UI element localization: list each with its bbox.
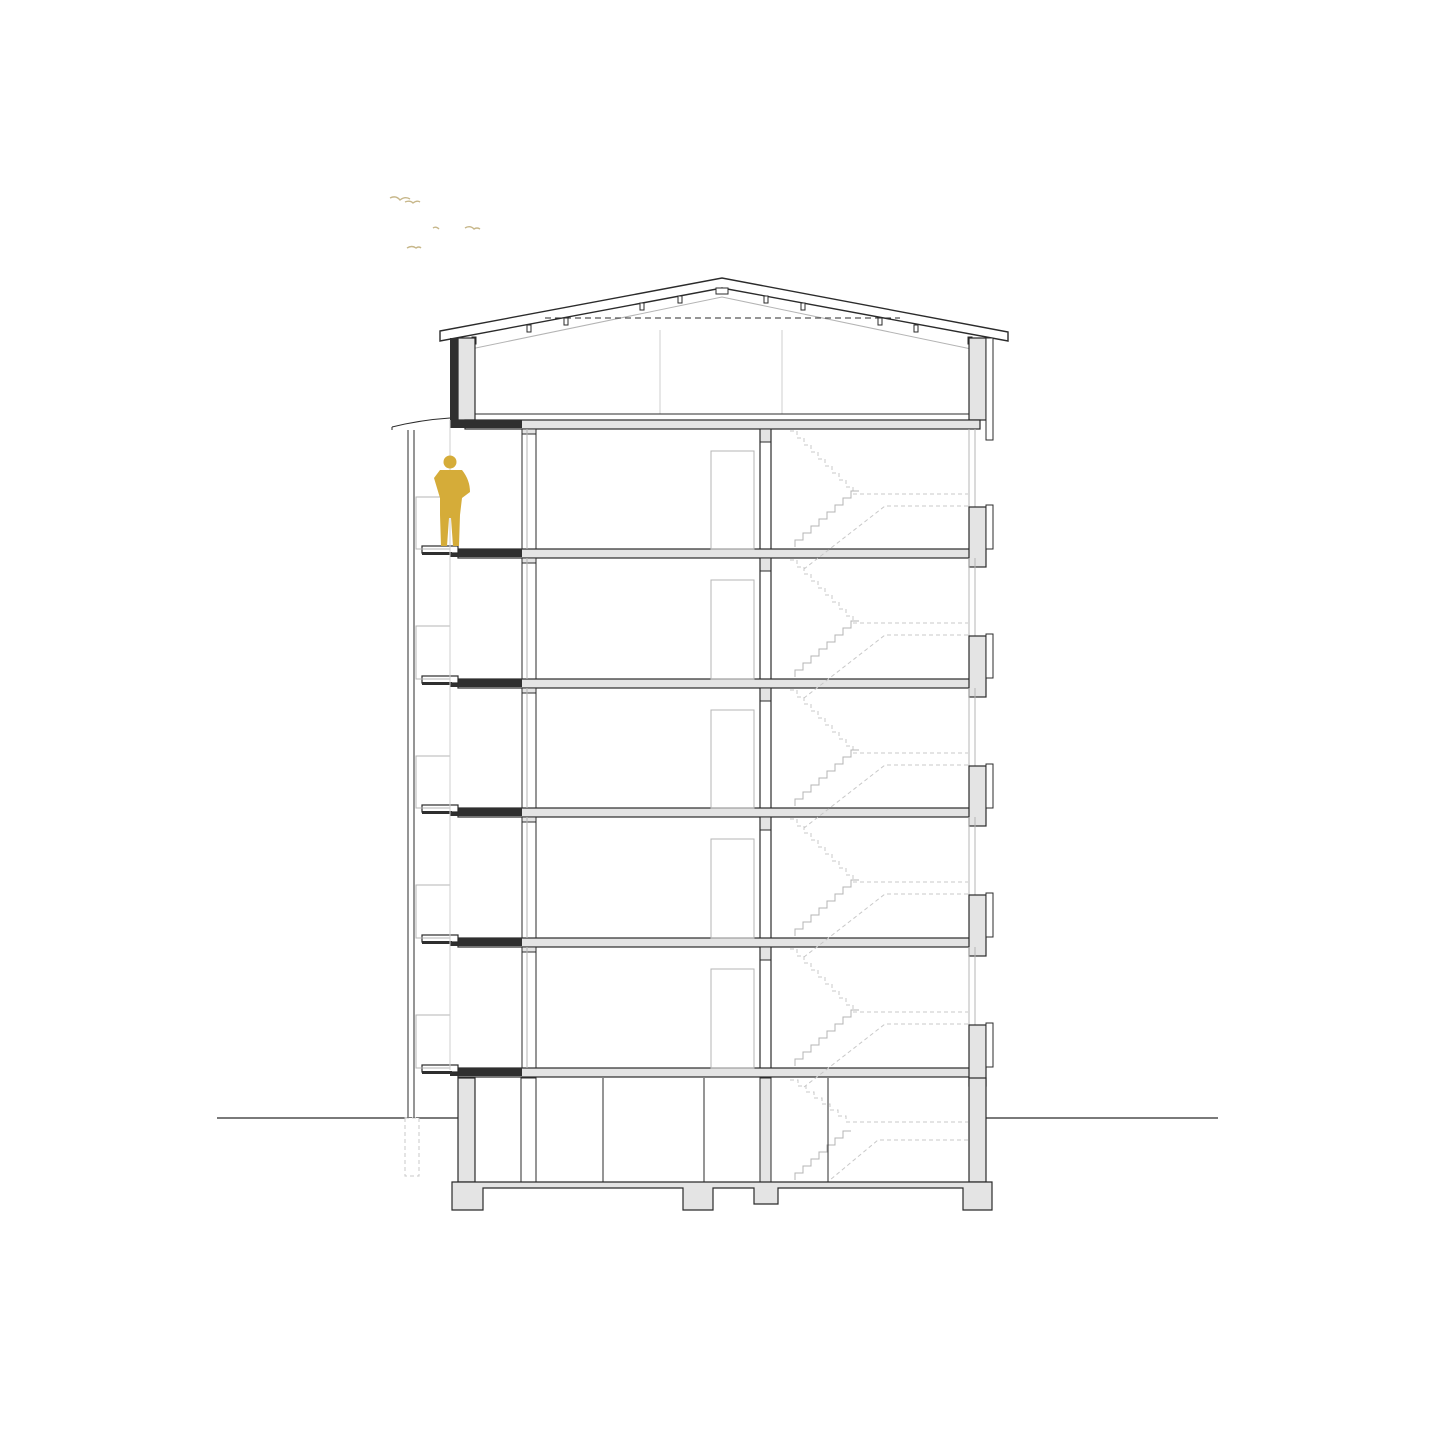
column-head xyxy=(759,557,772,572)
column-head xyxy=(759,946,772,961)
slab-dark-edge xyxy=(450,420,522,428)
stair-flight xyxy=(790,1079,968,1123)
slab-dark-edge xyxy=(450,938,522,946)
floor-slab xyxy=(457,678,981,689)
floor-slab xyxy=(457,548,981,559)
beam xyxy=(521,557,537,564)
stair-steps xyxy=(794,620,859,677)
stair-flight xyxy=(803,764,968,829)
balcony-panel xyxy=(415,884,451,939)
door-opening xyxy=(710,709,755,809)
basement xyxy=(404,1077,993,1211)
slab-dark-edge xyxy=(450,679,522,687)
stair-flight xyxy=(790,948,968,1013)
balcony-edge xyxy=(422,682,452,685)
floor-slab xyxy=(457,937,981,948)
door-opening xyxy=(710,838,755,939)
stair-flight xyxy=(790,689,968,754)
slab-dark-edge xyxy=(450,549,522,557)
column-head xyxy=(759,816,772,831)
column-head xyxy=(759,687,772,702)
door-opening xyxy=(710,579,755,680)
slab-dark-edge xyxy=(450,1068,522,1076)
stair-flight xyxy=(829,1139,968,1181)
facade-sill xyxy=(985,1022,994,1068)
roof xyxy=(439,277,1009,414)
balcony-edge xyxy=(422,811,452,814)
facade-sill xyxy=(985,763,994,809)
facade-wall xyxy=(968,894,987,957)
beam xyxy=(521,687,537,694)
facade-wall xyxy=(968,506,987,568)
stair-flight xyxy=(790,559,968,624)
balcony-edge xyxy=(422,1071,452,1074)
door-opening xyxy=(710,450,755,550)
balcony-edge xyxy=(422,941,452,944)
balcony-panel xyxy=(415,1014,451,1069)
facade-sill xyxy=(985,633,994,679)
balcony-column xyxy=(391,417,451,1118)
stair-flight xyxy=(803,1023,968,1088)
balcony-panel xyxy=(415,625,451,680)
stair-steps xyxy=(794,749,859,806)
stair-steps xyxy=(794,879,859,936)
stair-steps xyxy=(794,490,859,547)
facade-wall xyxy=(968,1024,987,1087)
stair-steps xyxy=(794,1009,859,1066)
slab-dark-edge xyxy=(450,808,522,816)
beam xyxy=(521,816,537,823)
person-silhouette xyxy=(434,455,470,546)
floor-structure xyxy=(415,419,994,1181)
door-opening xyxy=(710,968,755,1069)
floor-slab xyxy=(464,419,981,430)
stair-flight xyxy=(790,818,968,883)
birds xyxy=(389,196,481,249)
stair-flight xyxy=(803,505,968,570)
facade-sill xyxy=(985,892,994,938)
floor-slab xyxy=(457,807,981,818)
stair-flight xyxy=(803,893,968,958)
floor-slab xyxy=(457,1067,981,1078)
facade-wall xyxy=(968,765,987,827)
stair-flight xyxy=(803,634,968,699)
stair-steps xyxy=(794,1130,851,1180)
balcony-panel xyxy=(415,755,451,809)
column-head xyxy=(759,428,772,443)
stair-flight xyxy=(790,430,968,495)
beam xyxy=(521,946,537,953)
beam xyxy=(521,428,537,435)
facade-sill xyxy=(985,504,994,550)
balcony-edge xyxy=(422,552,452,555)
facade-wall xyxy=(968,635,987,698)
